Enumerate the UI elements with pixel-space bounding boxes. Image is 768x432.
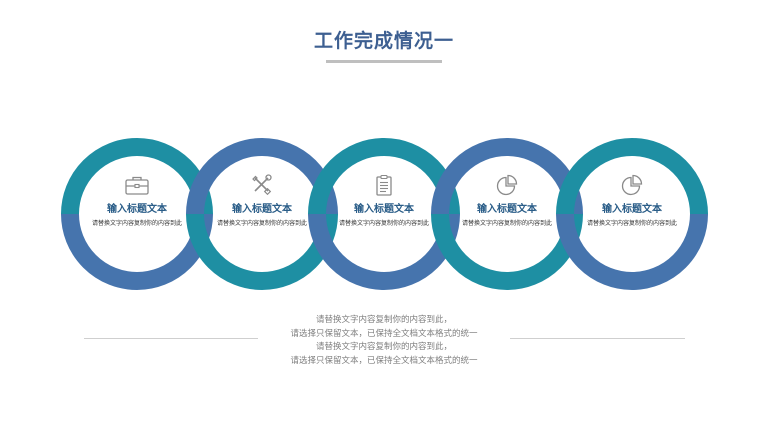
body-text-line-4: 请选择只保留文本，已保持全文档文本格式的统一 xyxy=(290,355,478,366)
item-card-1: 输入标题文本 请替换文字内容复制你的内容到此 xyxy=(82,174,192,228)
page-title: 工作完成情况一 xyxy=(313,30,454,52)
item-heading: 输入标题文本 xyxy=(354,204,414,215)
item-card-4: 输入标题文本 请替换文字内容复制你的内容到此 xyxy=(452,174,562,228)
item-card-3: 输入标题文本 请替换文字内容复制你的内容到此 xyxy=(329,174,439,228)
ring-5 xyxy=(556,138,708,290)
divider-left xyxy=(84,338,258,339)
divider-right xyxy=(510,338,685,339)
item-description: 请替换文字内容复制你的内容到此 xyxy=(216,220,307,227)
item-heading: 输入标题文本 xyxy=(477,204,537,215)
item-description: 请替换文字内容复制你的内容到此 xyxy=(586,220,677,227)
body-text: 请替换文字内容复制你的内容到此， 请选择只保留文本，已保持全文档文本格式的统一 … xyxy=(234,314,534,368)
item-card-5: 输入标题文本 请替换文字内容复制你的内容到此 xyxy=(577,174,687,228)
tools-icon xyxy=(252,174,272,196)
body-text-line-1: 请替换文字内容复制你的内容到此， xyxy=(315,315,452,325)
clipboard-icon xyxy=(376,174,392,196)
pie-chart-icon xyxy=(621,174,643,196)
body-text-line-3: 请替换文字内容复制你的内容到此， xyxy=(315,342,452,352)
body-text-line-2: 请选择只保留文本，已保持全文档文本格式的统一 xyxy=(290,328,478,339)
briefcase-icon xyxy=(125,176,149,195)
item-heading: 输入标题文本 xyxy=(107,204,167,215)
title-underline xyxy=(326,60,442,63)
item-description: 请替换文字内容复制你的内容到此 xyxy=(338,220,429,227)
item-heading: 输入标题文本 xyxy=(232,204,292,215)
pie-chart-icon xyxy=(496,174,518,196)
item-heading: 输入标题文本 xyxy=(602,204,662,215)
item-description: 请替换文字内容复制你的内容到此 xyxy=(91,220,182,227)
item-card-2: 输入标题文本 请替换文字内容复制你的内容到此 xyxy=(207,174,317,228)
item-description: 请替换文字内容复制你的内容到此 xyxy=(461,220,552,227)
